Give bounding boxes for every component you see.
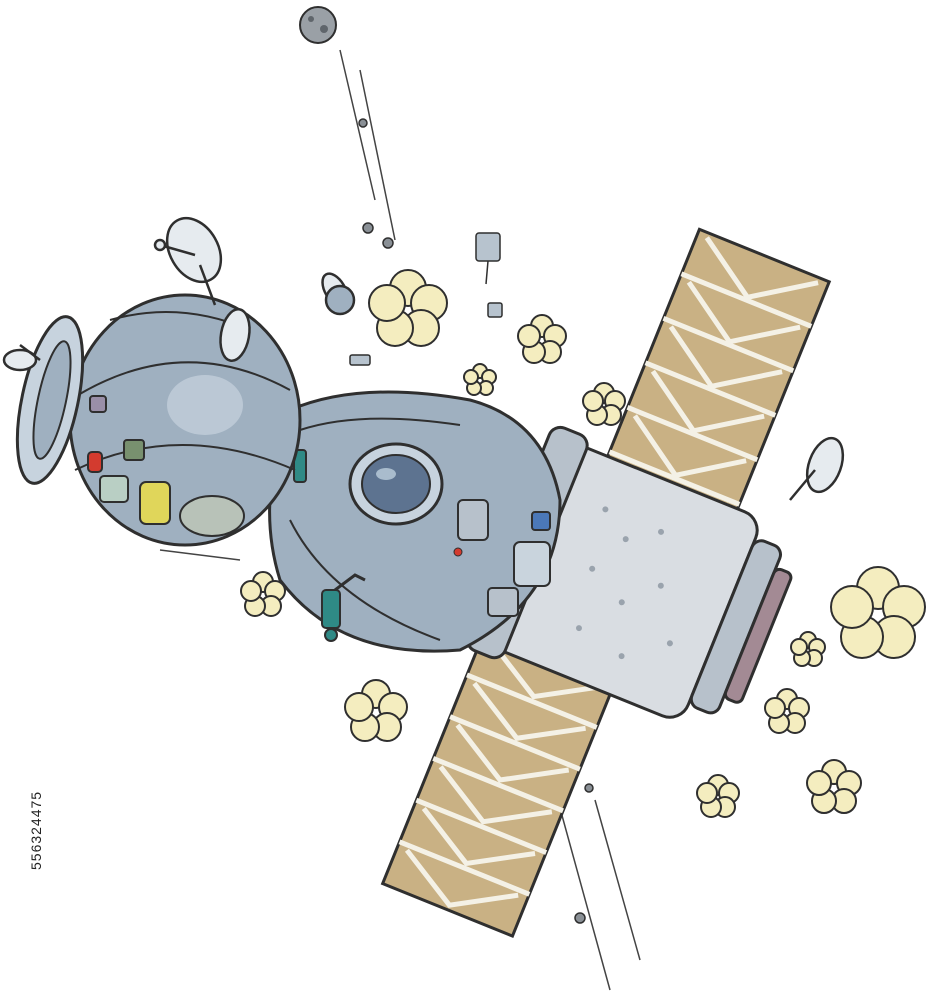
solar-panel-lower [380, 631, 616, 938]
smoke-puffs [240, 269, 926, 818]
orbital-module [15, 293, 302, 547]
stock-id-label: 556324475 [28, 790, 44, 870]
debris [349, 118, 594, 924]
asteroid [299, 6, 337, 44]
antenna-dishes [2, 216, 845, 501]
descent-capsule [268, 390, 562, 653]
motion-streaks [159, 49, 641, 991]
